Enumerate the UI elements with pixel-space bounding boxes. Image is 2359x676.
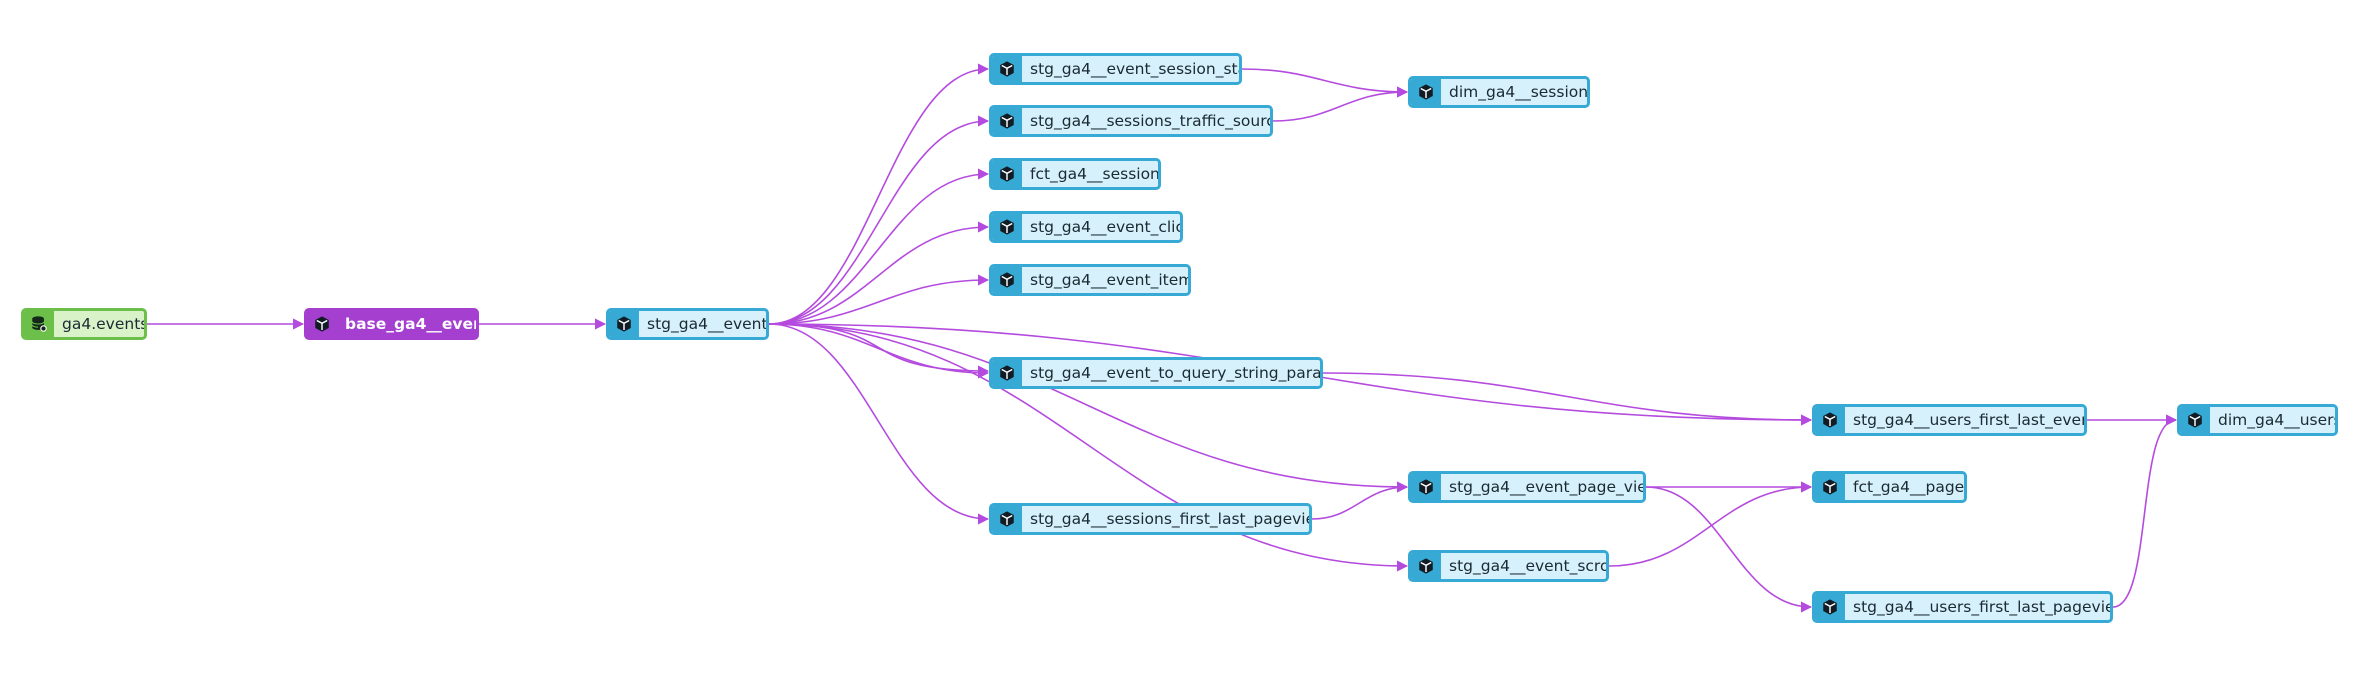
edge-stg_ga4_events-to-stg_ga4_event_items bbox=[768, 274, 990, 325]
edge-stg_ga4_events-to-stg_ga4_event_page_view bbox=[768, 323, 1409, 493]
node-label: dim_ga4__users bbox=[2218, 411, 2338, 429]
node-label: base_ga4__events bbox=[345, 315, 476, 333]
node-label: stg_ga4__event_to_query_string_params bbox=[1030, 364, 1323, 382]
node-label: stg_ga4__sessions_traffic_sources bbox=[1030, 112, 1273, 130]
edge-stg_ga4_events-to-fct_ga4_sessions bbox=[768, 168, 990, 325]
cube-icon bbox=[992, 56, 1022, 82]
node-label: stg_ga4__users_first_last_pageviews bbox=[1853, 598, 2113, 616]
node-stg-ga4-events[interactable]: stg_ga4__events bbox=[606, 308, 769, 340]
cube-icon bbox=[1411, 79, 1441, 105]
cube-icon bbox=[2180, 407, 2210, 433]
edge-stg_ga4_events-to-stg_ga4_event_session_start bbox=[768, 63, 990, 325]
node-label: ga4.events bbox=[62, 315, 147, 333]
cube-icon bbox=[992, 161, 1022, 187]
database-icon bbox=[24, 311, 54, 337]
node-label: dim_ga4__sessions bbox=[1449, 83, 1590, 101]
edge-stg_ga4_events-to-stg_ga4_event_click bbox=[768, 221, 990, 325]
node-label: stg_ga4__event_session_start bbox=[1030, 60, 1242, 78]
node-stg-ga4-event-items[interactable]: stg_ga4__event_items bbox=[989, 264, 1191, 296]
cube-icon bbox=[1815, 474, 1845, 500]
cube-icon bbox=[609, 311, 639, 337]
node-stg-ga4-event-session-start[interactable]: stg_ga4__event_session_start bbox=[989, 53, 1242, 85]
edge-stg_ga4_events-to-stg_ga4_sessions_first_last_pageviews bbox=[768, 323, 990, 525]
node-fct-ga4-pages[interactable]: fct_ga4__pages bbox=[1812, 471, 1967, 503]
node-label: stg_ga4__events bbox=[647, 315, 769, 333]
node-stg-ga4-event-to-query-string-params[interactable]: stg_ga4__event_to_query_string_params bbox=[989, 357, 1323, 389]
node-label: stg_ga4__event_items bbox=[1030, 271, 1191, 289]
cube-icon bbox=[307, 311, 337, 337]
edge-stg_ga4_sessions_first_last_pageviews-to-stg_ga4_event_page_view bbox=[1311, 481, 1409, 520]
cube-icon bbox=[992, 108, 1022, 134]
node-label: stg_ga4__event_click bbox=[1030, 218, 1183, 236]
node-stg-ga4-users-first-last-pageviews[interactable]: stg_ga4__users_first_last_pageviews bbox=[1812, 591, 2113, 623]
node-label: fct_ga4__sessions bbox=[1030, 165, 1161, 183]
cube-icon bbox=[1411, 474, 1441, 500]
edge-stg_ga4_event_session_start-to-dim_ga4_sessions bbox=[1241, 68, 1409, 98]
cube-icon bbox=[992, 360, 1022, 386]
edge-stg_ga4_events-to-stg_ga4_sessions_traffic_sources bbox=[768, 115, 990, 325]
node-label: stg_ga4__event_page_view bbox=[1449, 478, 1646, 496]
node-base-ga4-events[interactable]: base_ga4__events bbox=[304, 308, 479, 340]
node-dim-ga4-sessions[interactable]: dim_ga4__sessions bbox=[1408, 76, 1590, 108]
node-dim-ga4-users[interactable]: dim_ga4__users bbox=[2177, 404, 2338, 436]
edge-stg_ga4_events-to-stg_ga4_event_to_query_string_params bbox=[768, 323, 990, 379]
edge-stg_ga4_event_to_query_string_params-to-stg_ga4_users_first_last_events bbox=[1322, 372, 1813, 426]
cube-icon bbox=[992, 214, 1022, 240]
cube-icon bbox=[1815, 407, 1845, 433]
edge-stg_ga4_event_scroll-to-fct_ga4_pages bbox=[1608, 481, 1813, 567]
edge-stg_ga4_event_page_view-to-stg_ga4_users_first_last_pageviews bbox=[1645, 486, 1813, 613]
node-label: stg_ga4__users_first_last_events bbox=[1853, 411, 2087, 429]
node-ga4-events[interactable]: ga4.events bbox=[21, 308, 147, 340]
node-stg-ga4-sessions-traffic-sources[interactable]: stg_ga4__sessions_traffic_sources bbox=[989, 105, 1273, 137]
node-label: fct_ga4__pages bbox=[1853, 478, 1967, 496]
node-stg-ga4-sessions-first-last-pageviews[interactable]: stg_ga4__sessions_first_last_pageviews bbox=[989, 503, 1312, 535]
node-label: stg_ga4__sessions_first_last_pageviews bbox=[1030, 510, 1312, 528]
edge-stg_ga4_sessions_traffic_sources-to-dim_ga4_sessions bbox=[1272, 86, 1409, 122]
node-stg-ga4-event-click[interactable]: stg_ga4__event_click bbox=[989, 211, 1183, 243]
edge-stg_ga4_users_first_last_pageviews-to-dim_ga4_users bbox=[2112, 414, 2178, 608]
node-fct-ga4-sessions[interactable]: fct_ga4__sessions bbox=[989, 158, 1161, 190]
cube-icon bbox=[992, 506, 1022, 532]
node-stg-ga4-event-scroll[interactable]: stg_ga4__event_scroll bbox=[1408, 550, 1609, 582]
node-label: stg_ga4__event_scroll bbox=[1449, 557, 1609, 575]
node-stg-ga4-event-page-view[interactable]: stg_ga4__event_page_view bbox=[1408, 471, 1646, 503]
node-stg-ga4-users-first-last-events[interactable]: stg_ga4__users_first_last_events bbox=[1812, 404, 2087, 436]
cube-icon bbox=[1411, 553, 1441, 579]
edge-stg_ga4_events-to-stg_ga4_event_scroll bbox=[768, 323, 1409, 572]
cube-icon bbox=[1815, 594, 1845, 620]
cube-icon bbox=[992, 267, 1022, 293]
